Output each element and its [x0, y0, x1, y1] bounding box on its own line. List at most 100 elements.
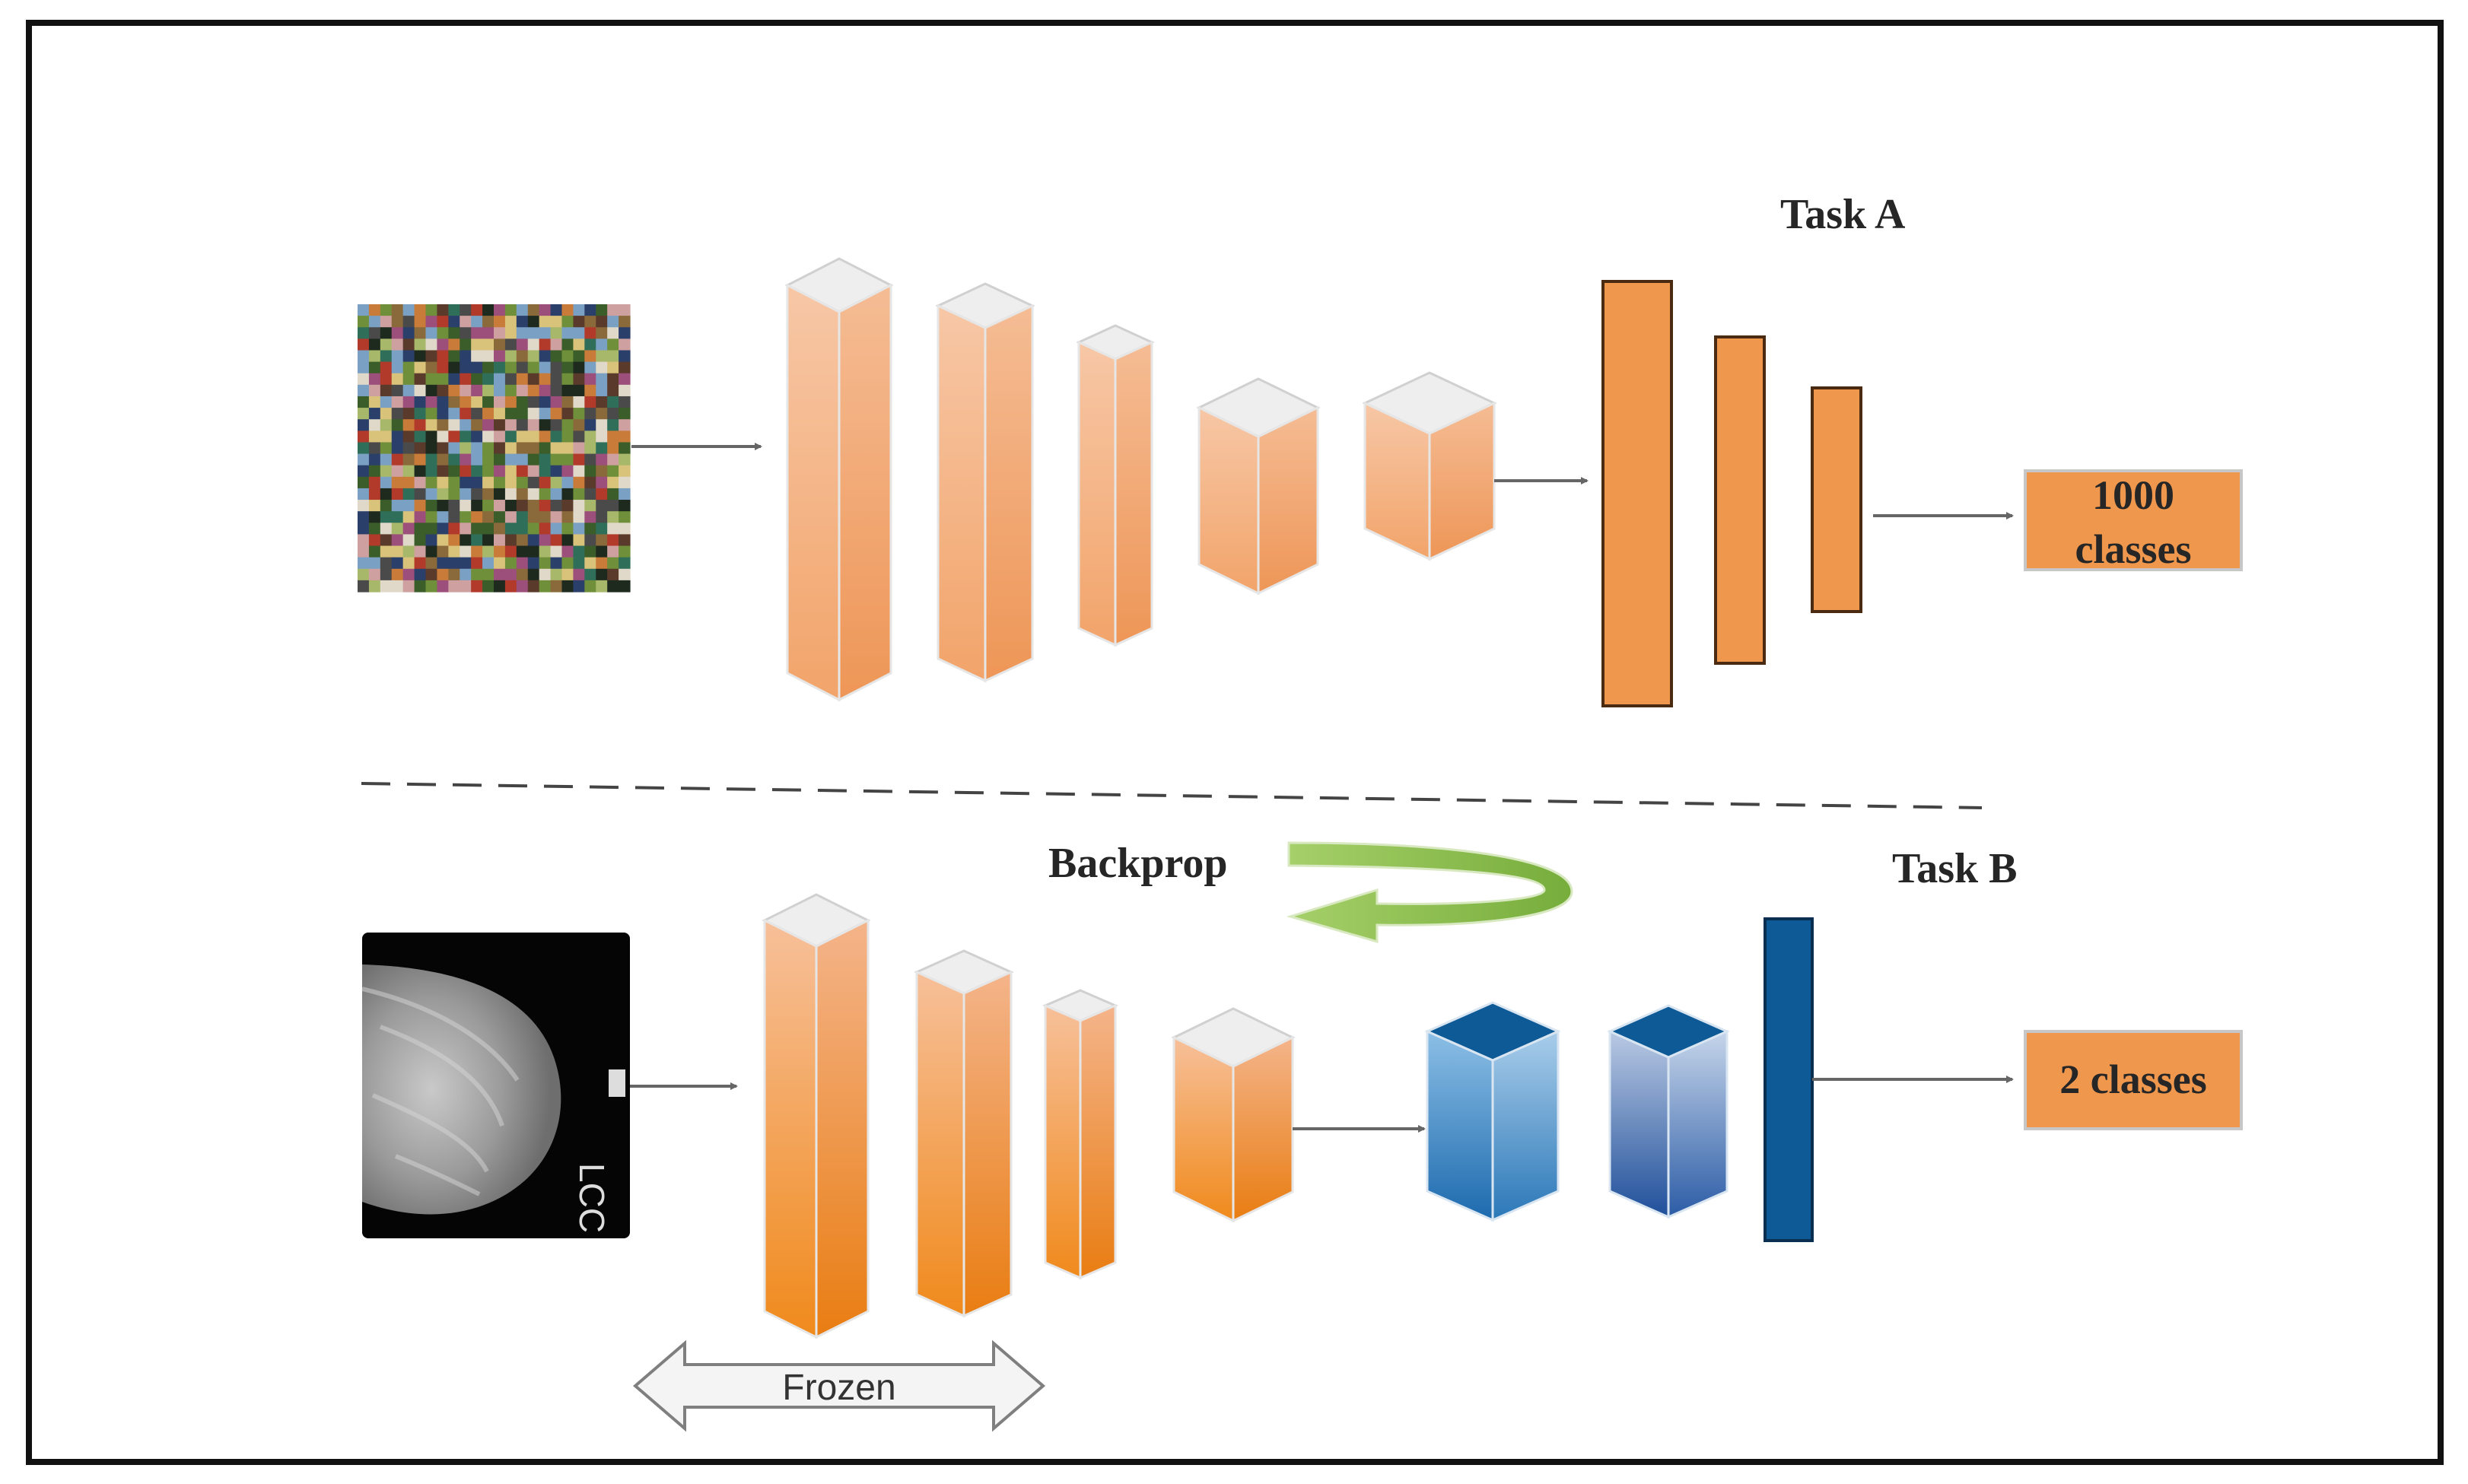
- mosaic-tile: [584, 327, 596, 339]
- mosaic-tile: [402, 465, 415, 478]
- mosaic-tile: [573, 557, 585, 570]
- mosaic-tile: [607, 465, 619, 478]
- mosaic-tile: [619, 431, 631, 443]
- mosaic-tile: [494, 431, 506, 443]
- mosaic-tile: [539, 523, 552, 535]
- mosaic-tile: [368, 557, 381, 570]
- mosaic-tile: [561, 511, 574, 523]
- mosaic-tile: [550, 488, 563, 500]
- mosaic-tile: [516, 500, 529, 512]
- mosaic-tile: [494, 316, 506, 328]
- mosaic-tile: [460, 580, 472, 593]
- mosaic-tile: [516, 304, 529, 316]
- mosaic-tile: [584, 338, 596, 351]
- mosaic-tile: [368, 523, 381, 535]
- mosaic-tile: [516, 523, 529, 535]
- mosaic-tile: [471, 465, 483, 478]
- mosaic-tile: [414, 442, 427, 455]
- mosaic-tile: [596, 453, 608, 466]
- mosaic-tile: [368, 419, 381, 431]
- mosaic-tile: [471, 327, 483, 339]
- mosaic-tile: [561, 557, 574, 570]
- mosaic-tile: [460, 338, 472, 351]
- mosaic-tile: [539, 419, 552, 431]
- mosaic-tile: [358, 350, 370, 363]
- mosaic-tile: [358, 557, 370, 570]
- mosaic-tile: [482, 511, 495, 523]
- mosaic-tile: [437, 442, 449, 455]
- mosaic-tile: [504, 488, 517, 500]
- mosaic-tile: [584, 361, 596, 374]
- mosaic-tile: [391, 568, 404, 581]
- mosaic-tile: [380, 316, 393, 328]
- mosaic-tile: [527, 545, 540, 558]
- mosaic-tile: [368, 453, 381, 466]
- mosaic-tile: [539, 557, 552, 570]
- mosaic-tile: [425, 350, 438, 363]
- mosaic-tile: [358, 419, 370, 431]
- mosaic-tile: [550, 557, 563, 570]
- frozen-conv-block-b2: [914, 949, 1014, 1318]
- mosaic-tile: [573, 523, 585, 535]
- mosaic-tile: [550, 568, 563, 581]
- mosaic-tile: [471, 350, 483, 363]
- mosaic-tile: [607, 361, 619, 374]
- mosaic-tile: [596, 408, 608, 420]
- mosaic-tile: [358, 568, 370, 581]
- mosaic-tile: [482, 419, 495, 431]
- mosaic-tile: [539, 396, 552, 408]
- mosaic-tile: [380, 373, 393, 386]
- mosaic-tile: [494, 396, 506, 408]
- mosaic-tile: [391, 373, 404, 386]
- mosaic-tile: [550, 442, 563, 455]
- mosaic-tile: [494, 408, 506, 420]
- mosaic-tile: [391, 431, 404, 443]
- mosaic-tile: [425, 453, 438, 466]
- mosaic-tile: [402, 327, 415, 339]
- mosaic-tile: [391, 338, 404, 351]
- mosaic-tile: [448, 453, 460, 466]
- mosaic-tile: [448, 476, 460, 489]
- mosaic-tile: [516, 442, 529, 455]
- mosaic-tile: [607, 396, 619, 408]
- mosaic-tile: [539, 453, 552, 466]
- mosaic-tile: [539, 465, 552, 478]
- mosaic-tile: [380, 465, 393, 478]
- mosaic-tile: [391, 350, 404, 363]
- mosaic-tile: [414, 384, 427, 397]
- mosaic-tile: [561, 419, 574, 431]
- mosaic-tile: [391, 361, 404, 374]
- mosaic-tile: [561, 408, 574, 420]
- mosaic-tile: [539, 384, 552, 397]
- mosaic-tile: [550, 338, 563, 351]
- mosaic-tile: [414, 431, 427, 443]
- mosaic-tile: [573, 327, 585, 339]
- output-box-1000-classes: [2024, 469, 2243, 571]
- mosaic-tile: [494, 465, 506, 478]
- mosaic-tile: [573, 396, 585, 408]
- mosaic-tile: [358, 534, 370, 547]
- mosaic-tile: [619, 396, 631, 408]
- mosaic-tile: [448, 488, 460, 500]
- mosaic-tile: [494, 523, 506, 535]
- mosaic-tile: [596, 534, 608, 547]
- mosaic-tile: [437, 545, 449, 558]
- mosaic-tile: [550, 511, 563, 523]
- mosaic-tile: [414, 453, 427, 466]
- mosaic-tile: [471, 500, 483, 512]
- mosaic-tile: [402, 373, 415, 386]
- mosaic-tile: [482, 580, 495, 593]
- mosaic-tile: [607, 534, 619, 547]
- mosaic-tile: [550, 523, 563, 535]
- conv-block-a1: [784, 257, 894, 702]
- mosaic-tile: [482, 304, 495, 316]
- mosaic-tile: [358, 384, 370, 397]
- mosaic-tile: [561, 442, 574, 455]
- mosaic-tile: [482, 465, 495, 478]
- mosaic-tile: [368, 534, 381, 547]
- mosaic-tile: [607, 327, 619, 339]
- mosaic-tile: [425, 523, 438, 535]
- mosaic-tile: [471, 408, 483, 420]
- mosaic-tile: [539, 476, 552, 489]
- mosaic-tile: [527, 488, 540, 500]
